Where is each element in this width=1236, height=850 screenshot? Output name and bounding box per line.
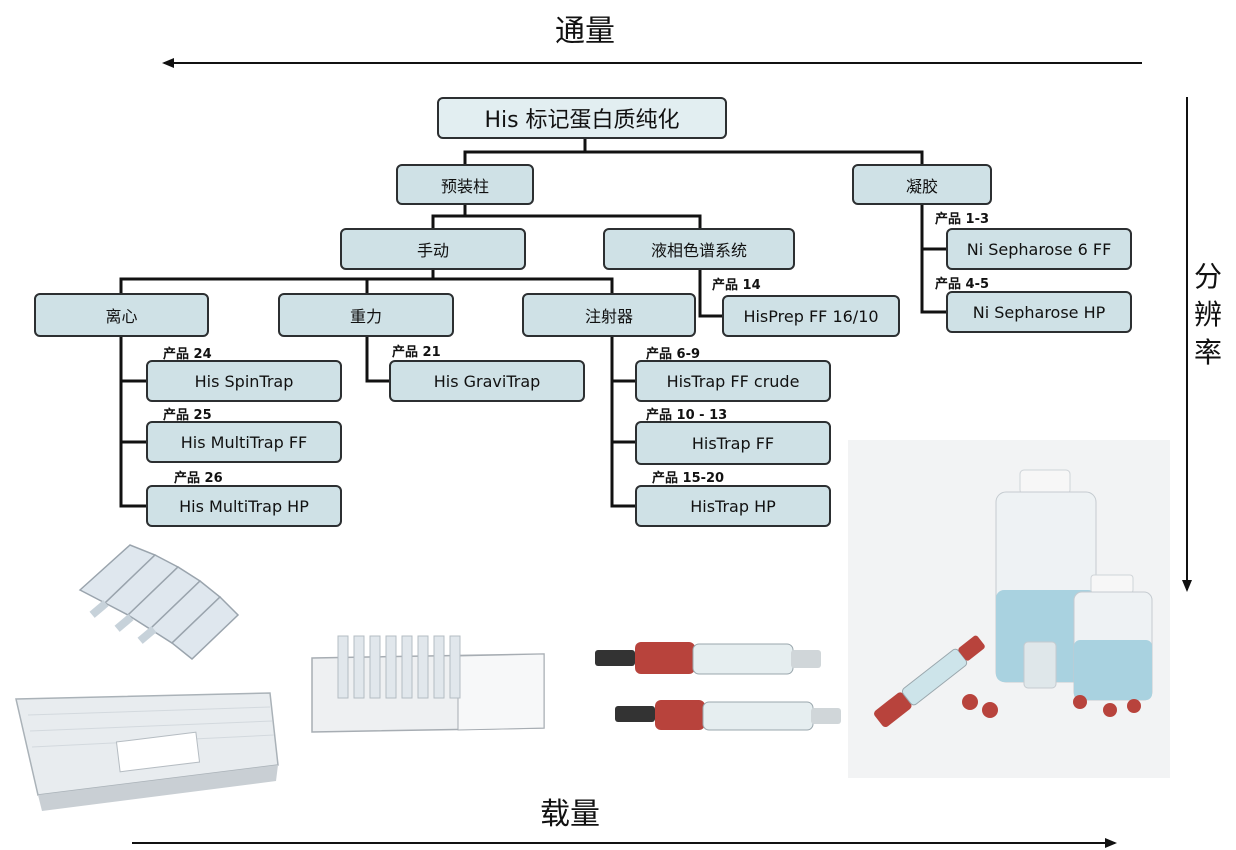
histrap-ff-node: HisTrap FF — [635, 421, 831, 465]
centrifuge-node: 离心 — [34, 293, 209, 337]
histrap-columns-image — [595, 642, 841, 731]
product-label-1-3: 产品 1-3 — [935, 212, 990, 227]
root-node: His 标记蛋白质纯化 — [437, 97, 727, 139]
resolution-label: 分辨率 — [1193, 260, 1222, 369]
gravitrap-rack-image — [311, 635, 545, 733]
throughput-label: 通量 — [555, 14, 615, 49]
his-spintrap-node: His SpinTrap — [146, 360, 342, 402]
lc-system-node: 液相色谱系统 — [603, 228, 795, 270]
gravity-node: 重力 — [278, 293, 454, 337]
multitrap-plate-image — [15, 692, 279, 811]
capacity-label: 载量 — [540, 797, 600, 832]
histrap-ff-crude-node: HisTrap FF crude — [635, 360, 831, 402]
ni-sepharose-hp-node: Ni Sepharose HP — [946, 291, 1132, 333]
prepacked-columns-node: 预装柱 — [396, 164, 534, 205]
product-label-15-20: 产品 15-20 — [652, 471, 725, 486]
product-label-4-5: 产品 4-5 — [935, 277, 990, 292]
gel-node: 凝胶 — [852, 164, 992, 205]
product-label-10-13: 产品 10 - 13 — [646, 408, 728, 423]
manual-node: 手动 — [340, 228, 526, 270]
product-label-6-9: 产品 6-9 — [646, 347, 701, 362]
hisprep-ff-node: HisPrep FF 16/10 — [722, 295, 900, 337]
histrap-hp-node: HisTrap HP — [635, 485, 831, 527]
product-label-26: 产品 26 — [174, 471, 223, 486]
ni-sepharose-6ff-node: Ni Sepharose 6 FF — [946, 228, 1132, 270]
spin-column-tubes-image — [78, 544, 240, 660]
syringe-node: 注射器 — [522, 293, 696, 337]
product-label-14: 产品 14 — [712, 278, 761, 293]
product-label-24: 产品 24 — [163, 347, 212, 362]
ni-sepharose-products-image — [848, 440, 1170, 778]
his-gravitrap-node: His GraviTrap — [389, 360, 585, 402]
his-multitrap-ff-node: His MultiTrap FF — [146, 421, 342, 463]
product-label-25: 产品 25 — [163, 408, 212, 423]
his-multitrap-hp-node: His MultiTrap HP — [146, 485, 342, 527]
product-label-21: 产品 21 — [392, 345, 441, 360]
